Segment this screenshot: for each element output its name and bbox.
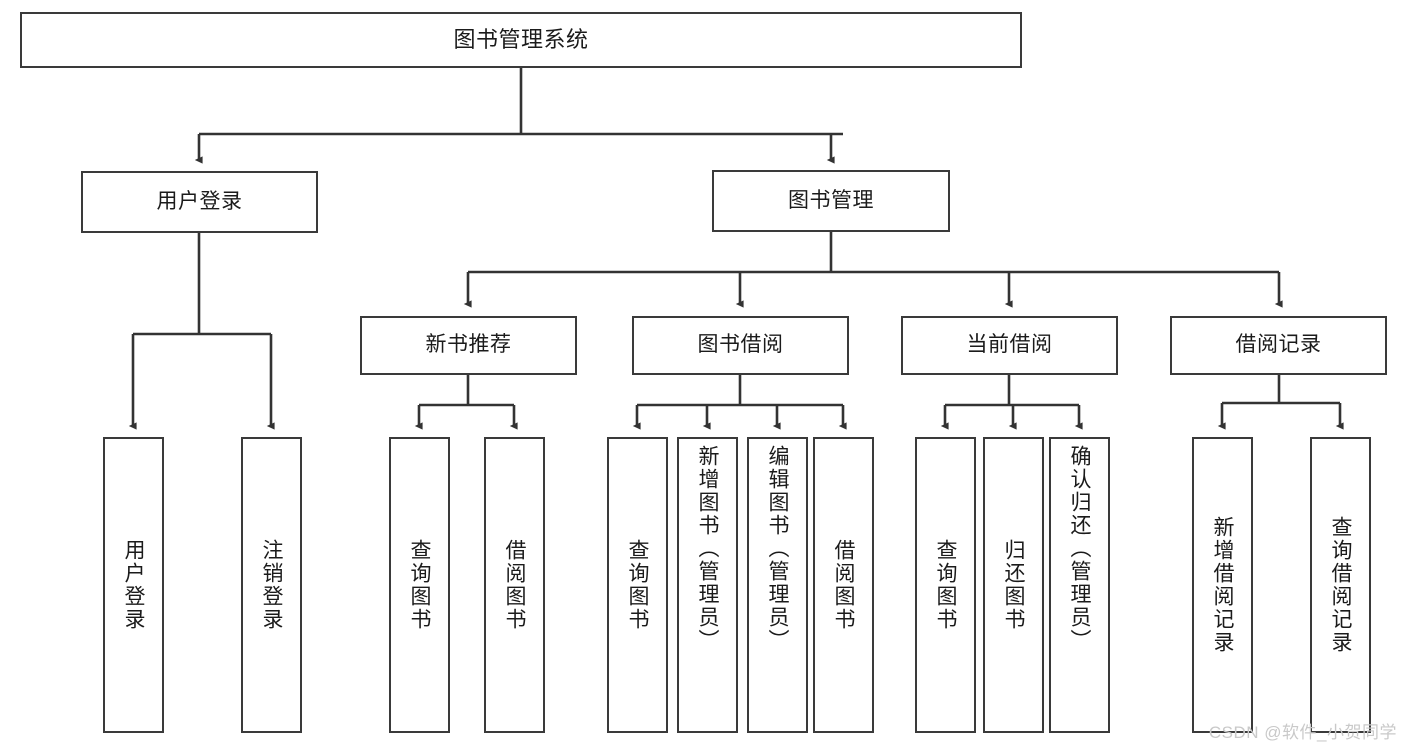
node-label: 查询借阅记录	[1329, 516, 1352, 654]
edge-borrow-record-to-leaves	[1217, 375, 1344, 430]
edge-book-manage-to-level3	[463, 232, 1283, 308]
node-leaf-user-login[interactable]: 用户登录	[103, 437, 164, 733]
node-label: 查询图书	[934, 539, 957, 631]
node-label: 用户登录	[156, 189, 243, 213]
node-leaf-borrow-book[interactable]: 借阅图书	[813, 437, 874, 733]
node-label: 注销登录	[260, 539, 283, 631]
edge-root-to-level2	[194, 68, 843, 164]
node-leaf-logout-login[interactable]: 注销登录	[241, 437, 302, 733]
node-label: 查询图书	[626, 539, 649, 631]
node-label: 新增图书（管理员）	[696, 445, 719, 652]
node-root-book-management-system[interactable]: 图书管理系统	[20, 12, 1022, 68]
node-leaf-add-borrow-record[interactable]: 新增借阅记录	[1192, 437, 1253, 733]
node-user-login[interactable]: 用户登录	[81, 171, 318, 233]
edge-user-login-to-leaves	[128, 233, 275, 430]
node-current-borrow[interactable]: 当前借阅	[901, 316, 1118, 375]
node-leaf-query-book-borrow[interactable]: 查询图书	[607, 437, 668, 733]
csdn-watermark: CSDN @软件_小贺同学	[1208, 723, 1397, 742]
node-new-book-recommend[interactable]: 新书推荐	[360, 316, 577, 375]
node-label: 归还图书	[1002, 539, 1025, 631]
node-label: 新增借阅记录	[1211, 516, 1234, 654]
node-label: 确认归还（管理员）	[1068, 445, 1091, 652]
edge-new-book-to-leaves	[414, 375, 518, 430]
node-label: 借阅记录	[1235, 333, 1322, 357]
node-label: 图书管理系统	[453, 27, 589, 53]
node-label: 当前借阅	[966, 333, 1053, 357]
node-book-management[interactable]: 图书管理	[712, 170, 950, 232]
node-leaf-query-book-recommend[interactable]: 查询图书	[389, 437, 450, 733]
node-leaf-add-book-admin[interactable]: 新增图书（管理员）	[677, 437, 738, 733]
node-leaf-query-borrow-record[interactable]: 查询借阅记录	[1310, 437, 1371, 733]
node-leaf-borrow-book-recommend[interactable]: 借阅图书	[484, 437, 545, 733]
node-label: 图书管理	[788, 188, 874, 212]
node-book-borrow[interactable]: 图书借阅	[632, 316, 849, 375]
node-label: 图书借阅	[697, 333, 784, 357]
node-label: 借阅图书	[503, 539, 526, 631]
edge-book-borrow-to-leaves	[632, 375, 847, 430]
node-leaf-confirm-return-admin[interactable]: 确认归还（管理员）	[1049, 437, 1110, 733]
node-label: 编辑图书（管理员）	[766, 445, 789, 652]
node-leaf-query-book-current[interactable]: 查询图书	[915, 437, 976, 733]
edge-current-borrow-to-leaves	[940, 375, 1083, 430]
node-label: 用户登录	[122, 539, 145, 631]
node-label: 新书推荐	[425, 333, 512, 357]
node-leaf-edit-book-admin[interactable]: 编辑图书（管理员）	[747, 437, 808, 733]
node-label: 借阅图书	[832, 539, 855, 631]
node-borrow-record[interactable]: 借阅记录	[1170, 316, 1387, 375]
node-leaf-return-book[interactable]: 归还图书	[983, 437, 1044, 733]
node-label: 查询图书	[408, 539, 431, 631]
